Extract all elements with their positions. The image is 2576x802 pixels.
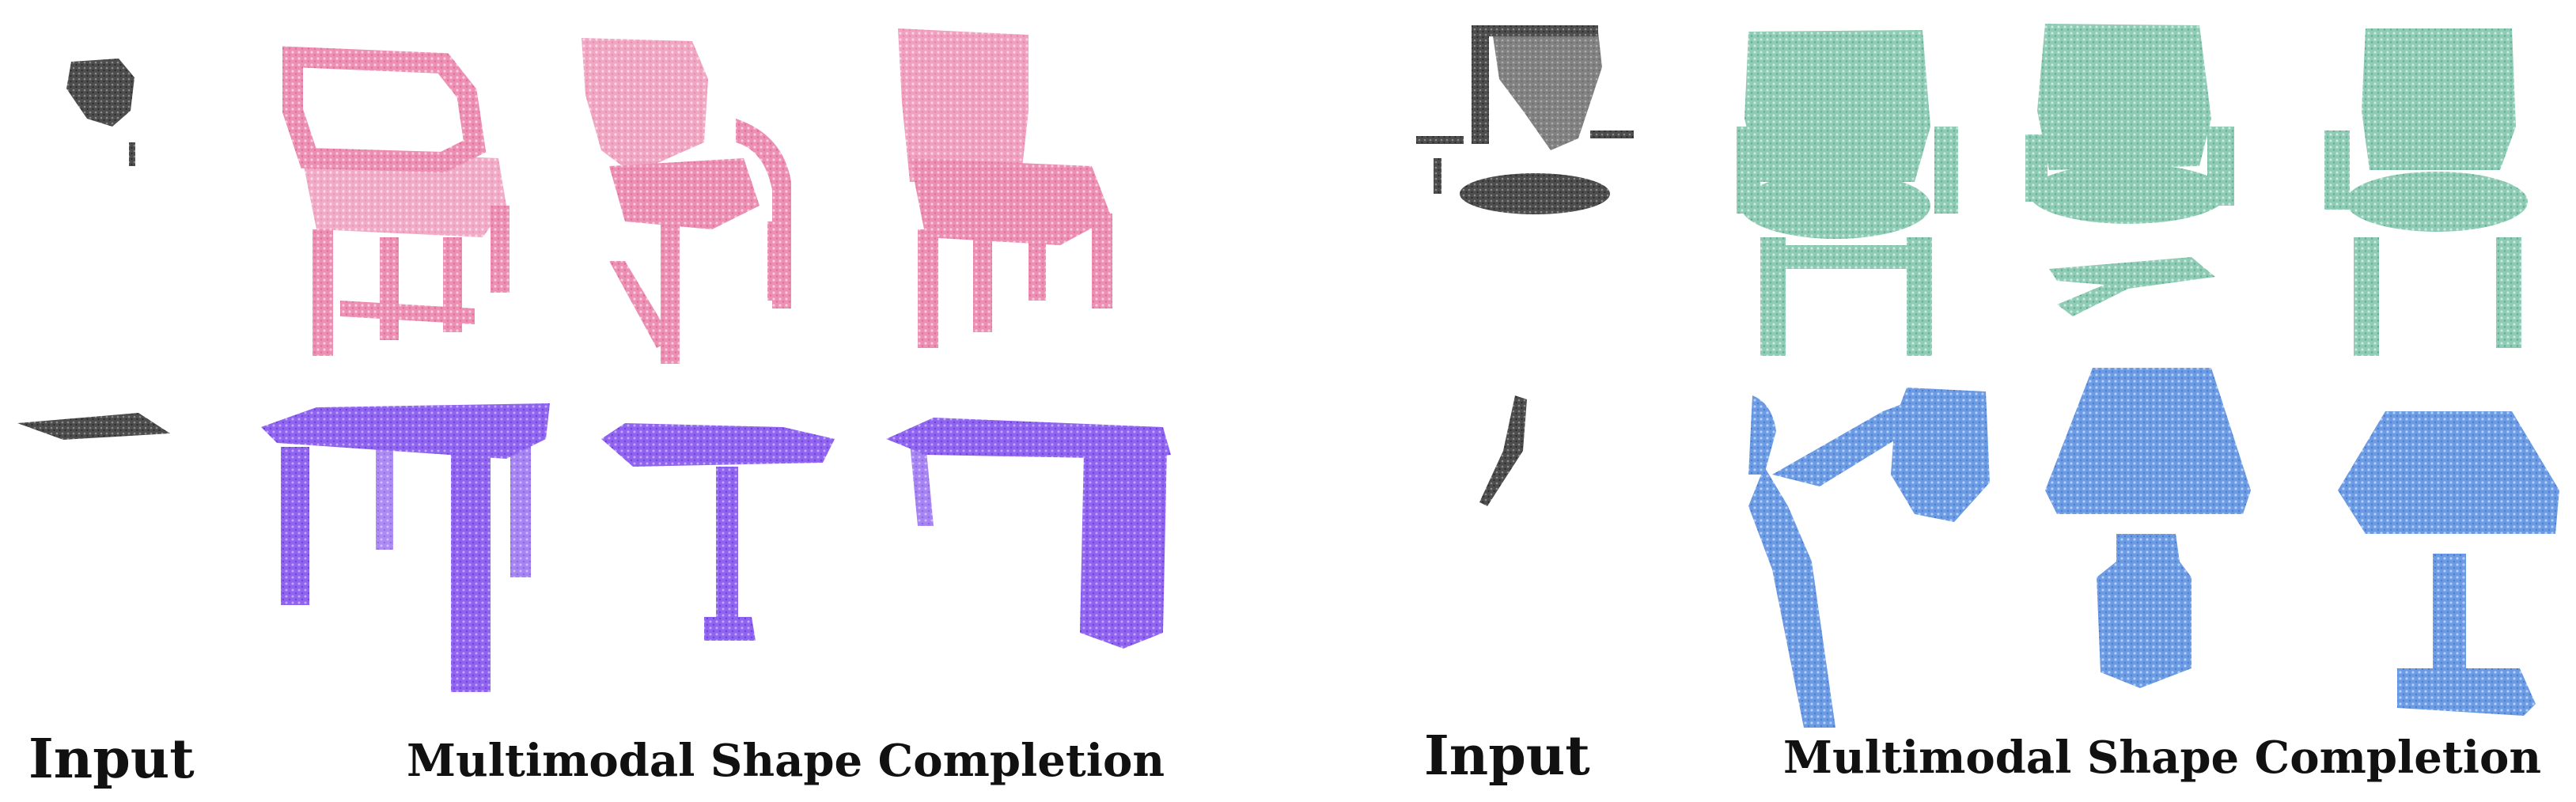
left-chair-completion-1	[282, 46, 510, 356]
right-chair-completion-1	[1737, 30, 1958, 356]
right-lamp-completion-3	[2338, 411, 2559, 716]
left-table-input-pointcloud	[17, 413, 170, 440]
right-chair-completion-3	[2324, 28, 2528, 356]
left-chair-completion-3	[898, 28, 1112, 348]
left-table-completion-2	[601, 423, 835, 641]
left-table-completion-1	[261, 403, 550, 692]
right-lamp-completion-1	[1748, 388, 1990, 728]
right-lamp-completion-2	[2045, 368, 2251, 688]
left-chair-completion-2	[581, 38, 791, 364]
right-lamp-input-pointcloud	[1479, 395, 1527, 506]
right-chair-completion-2	[2025, 24, 2234, 316]
left-input-label: Input	[28, 728, 195, 791]
left-completion-label: Multimodal Shape Completion	[407, 735, 1165, 787]
right-chair-input-pointcloud	[1416, 25, 1634, 214]
left-table-completion-3	[886, 418, 1171, 649]
right-input-label: Input	[1424, 724, 1590, 788]
left-chair-input-pointcloud	[66, 59, 135, 166]
right-completion-label: Multimodal Shape Completion	[1783, 732, 2542, 784]
